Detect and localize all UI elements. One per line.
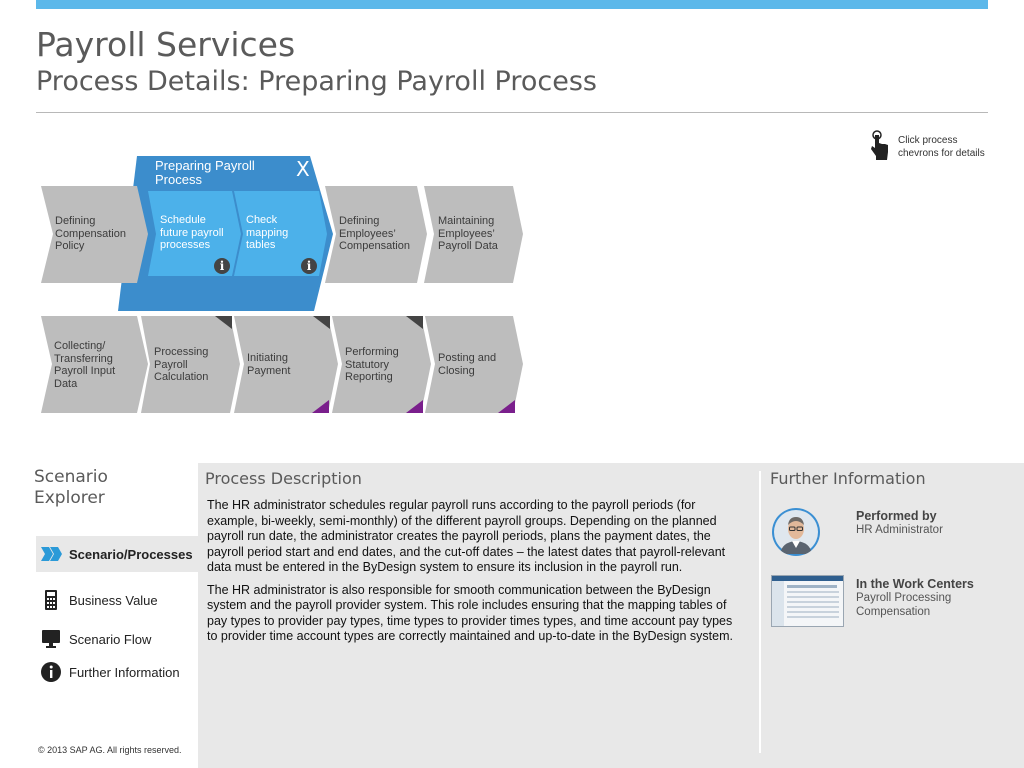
- corner-marker-purple: [406, 400, 423, 413]
- description-paragraph: The HR administrator schedules regular p…: [207, 498, 726, 574]
- click-hint-line1: Click process: [898, 135, 958, 146]
- work-center-link[interactable]: Compensation: [856, 606, 931, 618]
- nav-label: Further Information: [69, 665, 180, 680]
- screenshot-thumbnail-icon: [772, 576, 843, 626]
- chevron-label: Posting and Closing: [438, 352, 497, 377]
- chevron-defining-compensation-policy[interactable]: [41, 186, 148, 283]
- performed-by-role: HR Administrator: [856, 524, 943, 536]
- nav-item-further-information[interactable]: Further Information: [36, 654, 198, 690]
- monitor-icon: [42, 630, 60, 648]
- group-title: Preparing Payroll Process: [155, 158, 255, 187]
- chevron-collecting-transferring-payroll-input[interactable]: [41, 316, 148, 413]
- header-divider: [36, 112, 988, 113]
- work-center-link[interactable]: Payroll Processing: [856, 592, 952, 604]
- page-title: Payroll Services: [36, 25, 296, 64]
- chevron-maintaining-employees-payroll-data[interactable]: [424, 186, 523, 283]
- process-flow: [41, 156, 523, 413]
- description-paragraph: The HR administrator is also responsible…: [207, 582, 733, 644]
- chevron-performing-statutory-reporting[interactable]: [332, 316, 431, 413]
- pointing-hand-icon: [871, 130, 888, 160]
- person-icon: [774, 510, 818, 554]
- corner-marker-purple: [498, 400, 515, 413]
- further-information-title: Further Information: [770, 469, 926, 488]
- process-description-title: Process Description: [205, 469, 362, 488]
- info-icon[interactable]: i: [214, 258, 230, 274]
- chevron-posting-and-closing[interactable]: [425, 316, 523, 413]
- nav-label: Business Value: [69, 593, 158, 608]
- corner-marker-dark: [313, 316, 330, 329]
- chevron-label: Check mapping tables: [246, 214, 289, 251]
- chevron-label: Collecting/ Transferring Payroll Input D…: [54, 340, 116, 390]
- chevron-label: Performing Statutory Reporting: [345, 346, 399, 383]
- chevron-label: Maintaining Employees’ Payroll Data: [438, 215, 498, 252]
- chevron-label: Defining Employees’ Compensation: [339, 215, 410, 252]
- chevron-label: Schedule future payroll processes: [160, 214, 224, 251]
- chevron-label: Processing Payroll Calculation: [154, 346, 209, 383]
- nav-item-scenario-processes[interactable]: Scenario/Processes: [36, 536, 198, 572]
- chevrons-icon: [41, 547, 62, 561]
- chevron-defining-employees-compensation[interactable]: [325, 186, 427, 283]
- chevron-initiating-payment[interactable]: [234, 316, 338, 413]
- corner-marker-dark: [406, 316, 423, 329]
- nav-label: Scenario/Processes: [69, 547, 193, 562]
- chevron-schedule-future-payroll[interactable]: [148, 191, 241, 276]
- page-subtitle: Process Details: Preparing Payroll Proce…: [36, 66, 597, 97]
- close-group-button[interactable]: X: [296, 157, 310, 181]
- chevron-label: Initiating Payment: [247, 352, 291, 377]
- corner-marker-purple: [312, 400, 329, 413]
- nav-item-business-value[interactable]: Business Value: [36, 582, 198, 618]
- chevron-processing-payroll-calculation[interactable]: [141, 316, 240, 413]
- info-icon: [41, 662, 61, 682]
- nav-item-scenario-flow[interactable]: Scenario Flow: [36, 621, 198, 657]
- performed-by-label: Performed by: [856, 509, 937, 523]
- calculator-icon: [45, 590, 57, 610]
- process-description-panel: [198, 463, 1024, 768]
- chevron-label: Defining Compensation Policy: [55, 215, 126, 252]
- chevron-check-mapping-tables[interactable]: [234, 191, 327, 276]
- top-accent-bar: [36, 0, 988, 9]
- click-hint-line2: chevrons for details: [898, 147, 985, 159]
- corner-marker-dark: [215, 316, 232, 329]
- process-description-text: The HR administrator schedules regular p…: [207, 498, 742, 652]
- scenario-explorer-title: Scenario Explorer: [34, 467, 108, 508]
- work-centers-label: In the Work Centers: [856, 577, 974, 591]
- panel-divider: [759, 471, 761, 753]
- nav-label: Scenario Flow: [69, 632, 152, 647]
- work-center-thumbnail: [771, 575, 844, 627]
- info-icon[interactable]: i: [301, 258, 317, 274]
- click-hint: Click process chevrons for details: [898, 135, 985, 160]
- copyright: © 2013 SAP AG. All rights reserved.: [38, 745, 182, 755]
- avatar: [772, 508, 820, 556]
